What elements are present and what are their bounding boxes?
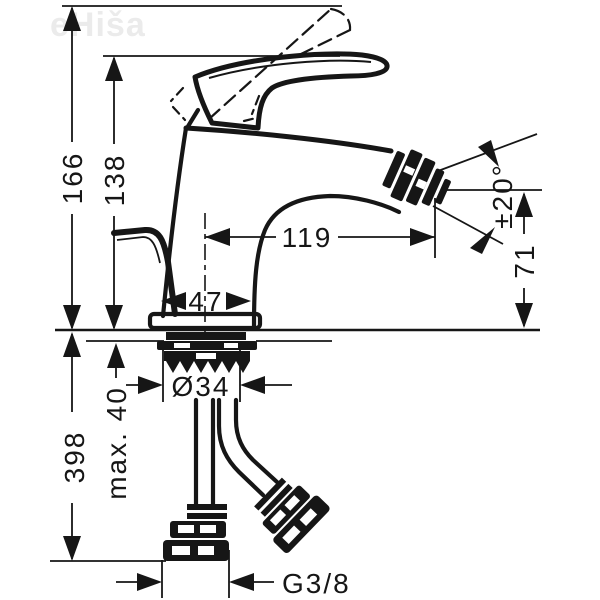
dim-label-166: 166 [57, 152, 88, 205]
dim-max-deck-thickness: max. 40 [101, 343, 132, 500]
supply-hose-right [216, 397, 280, 498]
dim-swivel-angle: ±20° [432, 133, 538, 254]
spout [251, 193, 402, 330]
dim-thread-size: G3/8 [116, 568, 351, 599]
dim-label-47: 47 [188, 286, 223, 317]
mounting-shank [157, 332, 257, 373]
dim-hose-length: 398 [59, 332, 90, 561]
dim-total-height: 166 [57, 6, 88, 330]
dim-outlet-height: 71 [509, 192, 540, 328]
supply-hose-left [193, 397, 216, 507]
dim-label-398: 398 [59, 431, 90, 484]
dim-label-max40: max. 40 [101, 386, 132, 500]
aerator [382, 149, 451, 206]
reference-lines [50, 5, 542, 598]
lever-raised-dashed [169, 7, 352, 123]
dim-label-dia34: Ø34 [172, 371, 231, 402]
dim-label-g38: G3/8 [282, 568, 351, 599]
faucet-drawing [111, 7, 451, 561]
dim-lever-height: 138 [99, 56, 130, 330]
pull-rod [111, 226, 178, 317]
base-escutcheon [147, 311, 263, 331]
dim-label-119: 119 [282, 222, 333, 253]
dim-label-138: 138 [99, 154, 130, 207]
hose-connector-left [163, 504, 229, 561]
dim-label-swivel: ±20° [487, 163, 518, 229]
dim-shank-diameter: Ø34 [126, 371, 292, 402]
faucet-body [147, 125, 402, 331]
dim-label-71: 71 [509, 243, 540, 278]
lever-handle [184, 51, 390, 131]
hose-connector-right [254, 477, 330, 553]
dim-reach: 119 [205, 222, 435, 253]
